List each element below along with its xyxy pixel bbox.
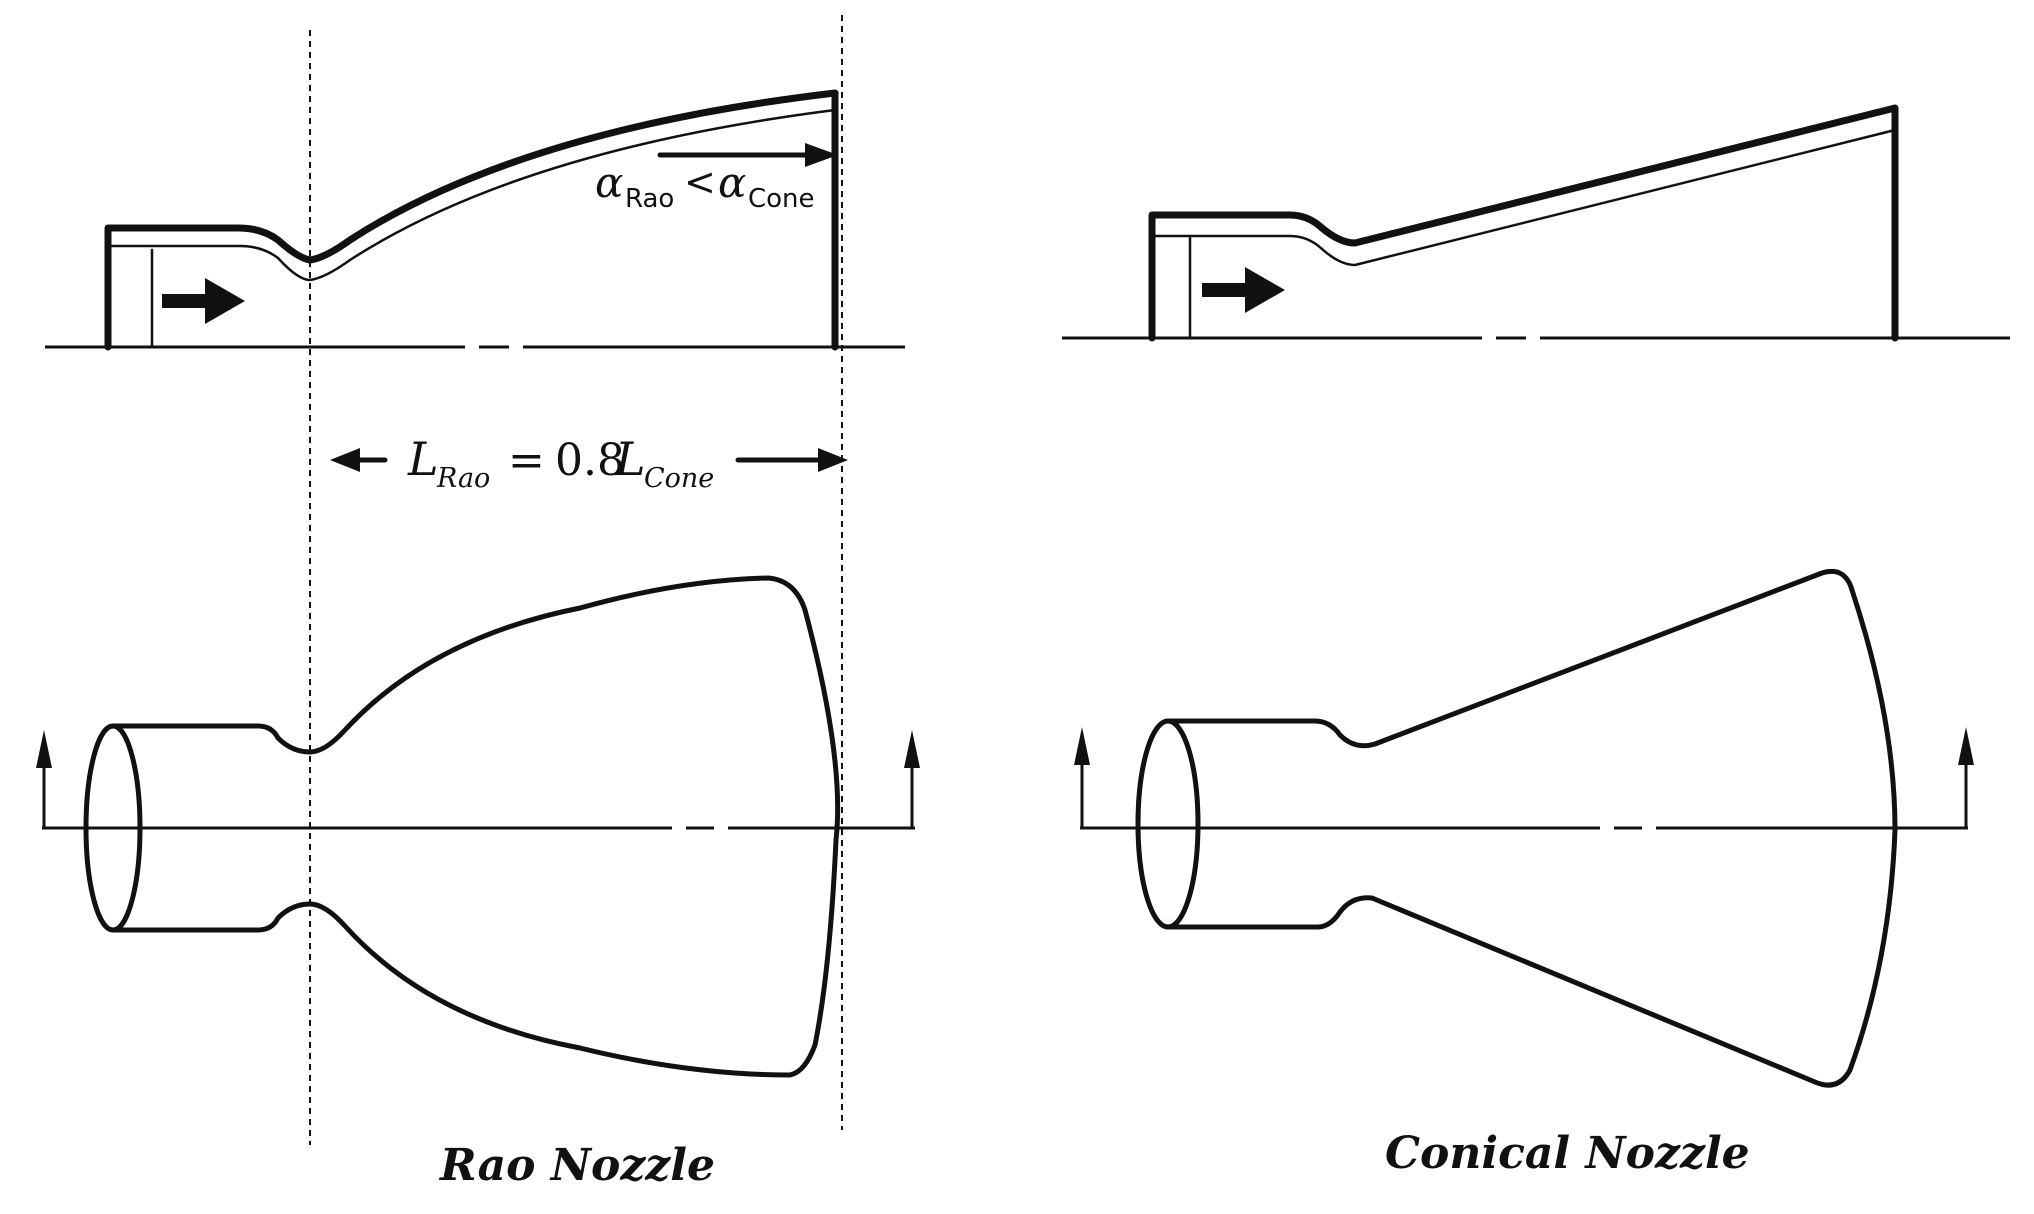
rao-upper-contour — [110, 575, 808, 755]
rao-lower-contour — [110, 901, 818, 1078]
length-right-arrow — [735, 448, 848, 472]
alpha-rao-symbol: α — [595, 158, 623, 207]
length-dimension: L Rao = 0.8 L Cone — [330, 432, 848, 494]
length-rao-symbol: L — [407, 432, 439, 486]
conical-flow-arrow — [1202, 267, 1285, 313]
exit-angle-label: α Rao < α Cone — [595, 158, 815, 214]
rao-nozzle-caption: Rao Nozzle — [438, 1140, 715, 1191]
conical-lower-contour — [1165, 895, 1853, 1088]
less-than-sign: < — [684, 160, 716, 204]
rao-exit-angle-arrow — [657, 143, 838, 167]
conical-exit-edge — [1847, 587, 1898, 1073]
conical-nozzle-outline — [1074, 568, 1974, 1088]
alpha-cone-symbol: α — [718, 158, 746, 207]
rao-right-up-arrow — [904, 730, 920, 828]
rao-cross-section — [45, 89, 905, 351]
length-factor: 0.8 — [555, 435, 625, 486]
conical-inlet-ellipse — [1135, 718, 1201, 930]
alpha-rao-subscript: Rao — [625, 184, 674, 214]
rao-left-up-arrow — [36, 730, 52, 828]
rao-nozzle-outline — [36, 575, 920, 1078]
length-left-arrow — [330, 448, 388, 472]
rao-exit-edge — [802, 607, 841, 1048]
length-equals-sign: = — [508, 435, 545, 486]
length-rao-subscript: Rao — [436, 463, 490, 494]
rao-section-inner-wall — [108, 108, 837, 282]
length-cone-subscript: Cone — [644, 463, 714, 494]
conical-left-up-arrow — [1074, 727, 1090, 828]
rao-section-outer-wall — [104, 89, 839, 351]
conical-upper-contour — [1165, 568, 1855, 749]
alpha-cone-subscript: Cone — [748, 184, 815, 214]
conical-section-inner-wall — [1152, 128, 1897, 267]
conical-section-outer-wall — [1148, 104, 1899, 342]
rao-flow-arrow — [162, 278, 245, 324]
conical-right-up-arrow — [1958, 727, 1974, 828]
length-cone-symbol: L — [614, 432, 646, 486]
conical-nozzle-caption: Conical Nozzle — [1385, 1128, 1750, 1179]
conical-cross-section — [1062, 104, 2010, 342]
